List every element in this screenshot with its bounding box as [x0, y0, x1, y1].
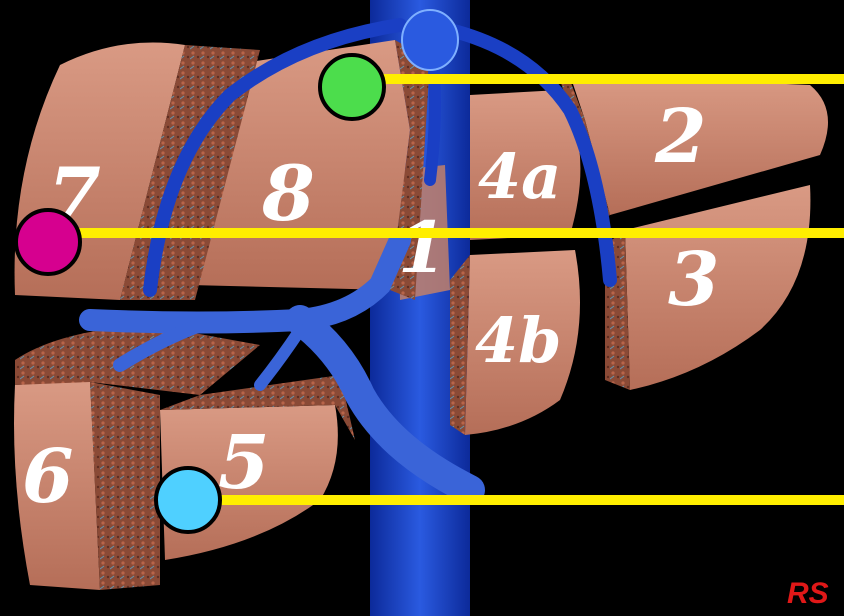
pointer-line-cyan	[188, 495, 844, 505]
pointer-line-green	[352, 74, 844, 84]
segment-6-cut	[90, 382, 160, 590]
segment-4a-label: 4a	[478, 140, 561, 213]
artist-signature: RS	[787, 577, 829, 610]
marker-green	[320, 55, 384, 119]
segment-8-label: 8	[261, 149, 315, 238]
segment-2-label: 2	[654, 94, 707, 180]
marker-cyan	[156, 468, 220, 532]
segment-6-label: 6	[22, 434, 74, 520]
marker-magenta	[16, 210, 80, 274]
segment-5-label: 5	[218, 420, 270, 506]
pointer-line-magenta	[48, 228, 844, 238]
segment-1-label: 1	[398, 206, 447, 289]
segment-4b-label: 4b	[475, 304, 562, 377]
segment-3-label: 3	[668, 237, 720, 323]
